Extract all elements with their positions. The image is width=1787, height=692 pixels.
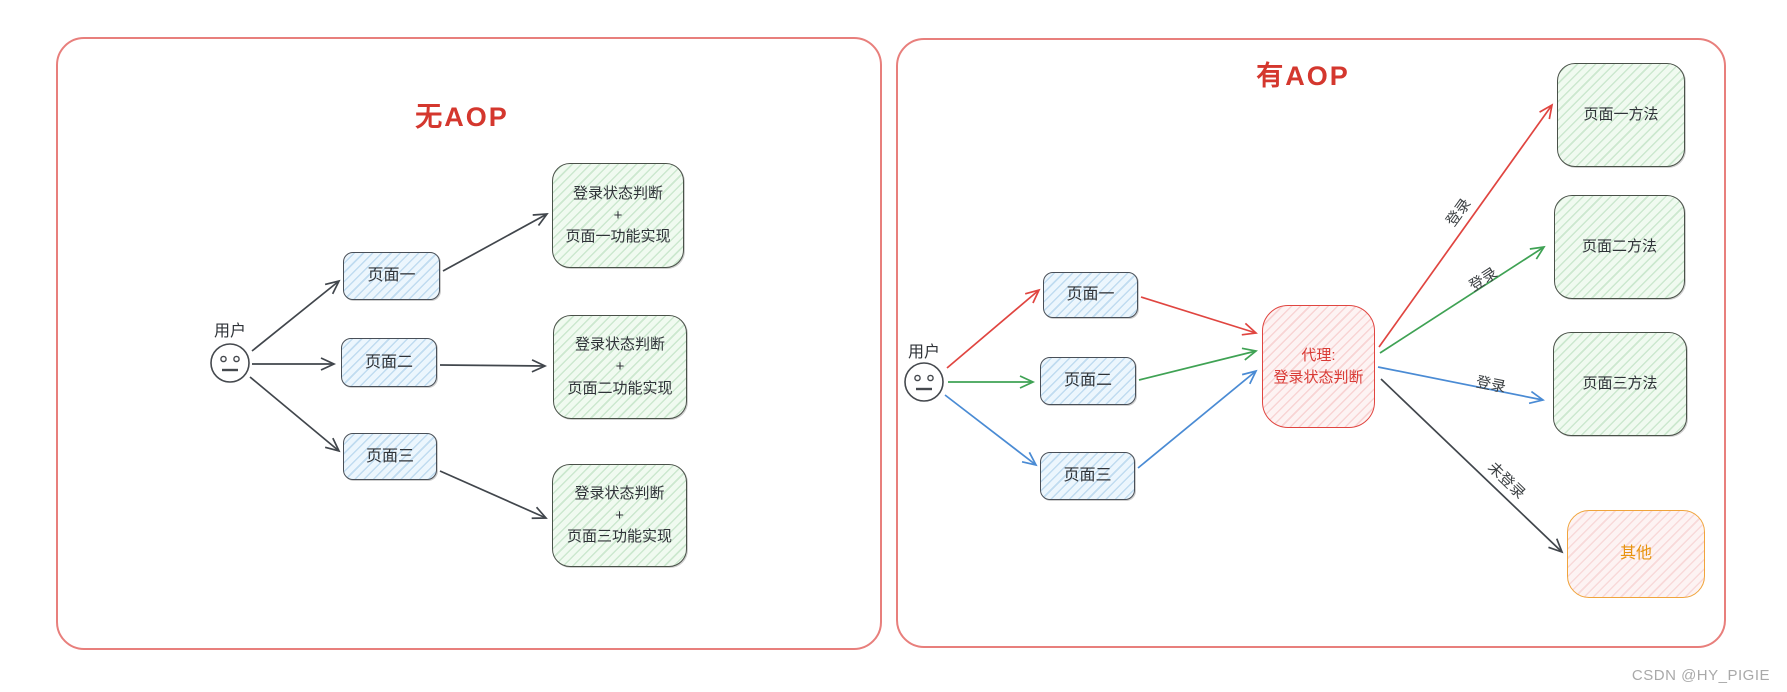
impl-line: + [615,506,624,524]
node-page3-right: 页面三 [1040,452,1135,500]
node-label: 页面二 [364,353,413,371]
node-label: 页面二 [1063,372,1112,390]
node-method1: 页面一方法 [1557,63,1685,167]
user-label-right: 用户 [907,344,941,361]
impl-line: 登录状态判断 [574,336,665,354]
node-proxy-login-check: 代理: 登录状态判断 [1262,305,1375,428]
node-label: 其他 [1619,545,1652,563]
node-page3-left: 页面三 [343,433,437,480]
impl-line: 页面一功能实现 [565,228,671,246]
user-face-icon-left [210,343,250,383]
user-label-left: 用户 [213,323,247,340]
node-impl1: 登录状态判断 + 页面一功能实现 [552,163,684,268]
node-label: 页面三 [1063,467,1112,485]
node-label: 页面一方法 [1583,106,1659,124]
node-method3: 页面三方法 [1553,332,1687,436]
impl-line: + [613,206,623,224]
node-page2-right: 页面二 [1040,357,1136,405]
node-label: 页面一 [1066,286,1115,304]
node-other: 其他 [1567,510,1705,598]
node-label: 页面三方法 [1582,375,1658,393]
proxy-line: 登录状态判断 [1273,368,1364,386]
panel-without-aop [56,37,882,650]
impl-line: 登录状态判断 [574,484,665,502]
title-with-aop: 有AOP [1256,61,1350,91]
node-page1-right: 页面一 [1043,272,1138,318]
proxy-line: 代理: [1301,346,1336,364]
node-label: 页面一 [367,267,416,285]
title-without-aop: 无AOP [415,102,509,132]
node-impl3: 登录状态判断 + 页面三功能实现 [552,464,687,567]
node-impl2: 登录状态判断 + 页面二功能实现 [553,315,687,419]
node-page2-left: 页面二 [341,338,437,387]
node-label: 页面二方法 [1581,238,1657,256]
impl-line: 页面三功能实现 [566,528,672,546]
node-method2: 页面二方法 [1554,195,1685,299]
user-face-icon-right [904,362,944,402]
node-label: 页面三 [365,447,414,465]
impl-line: 页面二功能实现 [567,379,673,397]
node-page1-left: 页面一 [343,252,440,300]
csdn-watermark: CSDN @HY_PIGIE [1631,667,1770,684]
impl-line: + [615,358,625,376]
impl-line: 登录状态判断 [572,184,663,202]
